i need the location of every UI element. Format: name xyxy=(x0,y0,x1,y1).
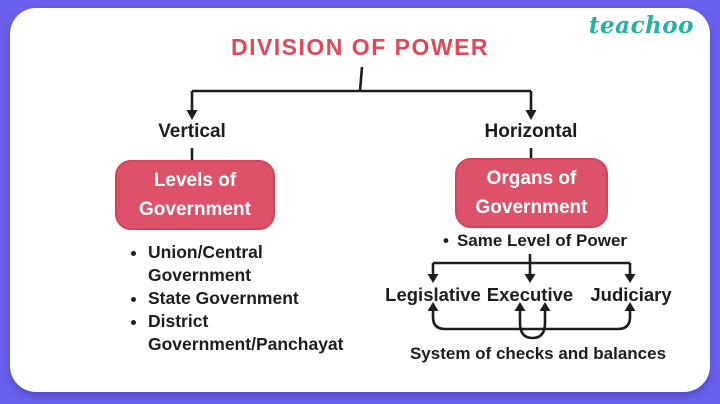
teachoo-logo: teachoo xyxy=(588,12,694,39)
same-level-bullet: • Same Level of Power xyxy=(443,231,627,251)
horizontal-branch-label: Horizontal xyxy=(484,121,578,142)
organ-label-executive: Executive xyxy=(486,284,574,305)
levels-bullet-list: Union/Central Government State Governmen… xyxy=(132,241,353,356)
bullet-dot-icon: • xyxy=(443,231,449,250)
list-item: District Government/Panchayat xyxy=(148,310,353,356)
checks-balances-caption: System of checks and balances xyxy=(409,344,667,363)
list-item: State Government xyxy=(148,287,353,310)
levels-of-government-node: Levels of Government xyxy=(115,160,275,230)
vertical-branch-label: Vertical xyxy=(158,121,226,142)
same-level-text: Same Level of Power xyxy=(456,231,628,250)
organ-label-judiciary: Judiciary xyxy=(590,284,672,305)
node-text-line2: Government xyxy=(139,199,251,220)
organs-of-government-node: Organs of Government xyxy=(455,158,608,228)
list-item: Union/Central Government xyxy=(148,241,353,287)
node-text-line1: Levels of xyxy=(153,170,237,191)
page-title: DIVISION OF POWER xyxy=(230,34,490,60)
node-text-line1: Organs of xyxy=(486,168,577,189)
organ-label-legislative: Legislative xyxy=(385,284,481,305)
node-text-line2: Government xyxy=(475,197,588,218)
